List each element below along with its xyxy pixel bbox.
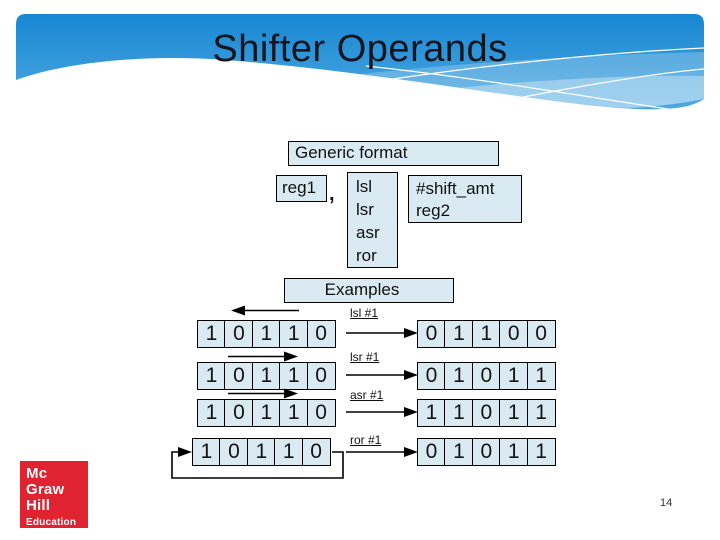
reg1-box: reg1 [276, 175, 327, 202]
asr-output-register: 1 1 0 1 1 [417, 399, 556, 427]
shift-op-asr: asr [356, 223, 380, 242]
bit: 0 [471, 438, 501, 466]
bit: 0 [471, 399, 501, 427]
logo-line: Education [26, 517, 77, 528]
shift-right-arrow [228, 351, 298, 362]
bit: 1 [417, 399, 446, 427]
shift-op-lsl: lsl [356, 177, 373, 196]
bit: 1 [444, 438, 474, 466]
bit: 1 [197, 362, 226, 390]
ror-input-register: 1 0 1 1 0 [192, 438, 331, 466]
bit: 0 [306, 399, 336, 427]
bit: 1 [471, 320, 501, 348]
bit: 0 [301, 438, 331, 466]
page-title: Shifter Operands [212, 28, 508, 70]
bit: 0 [417, 362, 446, 390]
header-banner-graphic [16, 14, 704, 110]
bit: 1 [526, 438, 556, 466]
bit: 1 [251, 362, 281, 390]
ror-result-arrow [346, 447, 418, 457]
bit: 1 [499, 399, 529, 427]
bit: 0 [219, 438, 249, 466]
lsl-input-register: 1 0 1 1 0 [197, 320, 336, 348]
bit: 1 [192, 438, 221, 466]
shift-op-ror: ror [356, 246, 377, 265]
bit: 0 [306, 362, 336, 390]
bit: 0 [526, 320, 556, 348]
logo-line: Graw [26, 481, 65, 498]
mcgraw-hill-logo: Mc Graw Hill Education [20, 461, 88, 528]
comma-separator: , [329, 183, 335, 205]
bit: 1 [444, 399, 474, 427]
bit: 1 [251, 320, 281, 348]
generic-format-heading: Generic format [288, 141, 499, 166]
shift-amount-box: #shift_amt reg2 [408, 175, 522, 223]
lsl-op-label: lsl #1 [350, 306, 379, 320]
bit: 1 [444, 362, 474, 390]
bit: 1 [197, 399, 226, 427]
lsr-result-arrow [346, 370, 418, 380]
lsl-output-register: 0 1 1 0 0 [417, 320, 556, 348]
shift-left-arrow [231, 305, 299, 316]
lsr-op-label: lsr #1 [350, 350, 380, 364]
asr-op-label: asr #1 [350, 388, 384, 402]
examples-heading: Examples [284, 278, 454, 303]
shift-right-arrow [228, 388, 298, 399]
reg2-label: reg2 [416, 201, 451, 220]
bit: 0 [499, 320, 529, 348]
bit: 1 [499, 362, 529, 390]
bit: 1 [444, 320, 474, 348]
bit: 1 [251, 399, 281, 427]
bit: 0 [224, 320, 254, 348]
logo-line: Hill [26, 497, 51, 514]
bit: 1 [274, 438, 304, 466]
shift-op-lsr: lsr [356, 200, 374, 219]
bit: 1 [197, 320, 226, 348]
ror-output-register: 0 1 0 1 1 [417, 438, 556, 466]
bit: 1 [246, 438, 276, 466]
logo-line: Mc [26, 465, 48, 482]
shift-amt-label: #shift_amt [416, 179, 495, 198]
bit: 1 [279, 362, 309, 390]
bit: 0 [417, 438, 446, 466]
rotate-loop-arrow [171, 447, 344, 479]
asr-result-arrow [346, 407, 418, 417]
asr-input-register: 1 0 1 1 0 [197, 399, 336, 427]
bit: 0 [224, 362, 254, 390]
bit: 1 [279, 399, 309, 427]
bit: 1 [526, 399, 556, 427]
bit: 1 [526, 362, 556, 390]
bit: 0 [471, 362, 501, 390]
bit: 0 [417, 320, 446, 348]
lsr-output-register: 0 1 0 1 1 [417, 362, 556, 390]
lsl-result-arrow [346, 328, 418, 338]
bit: 0 [306, 320, 336, 348]
page-number: 14 [660, 497, 673, 509]
shift-ops-box: lsl lsr asr ror [347, 172, 398, 268]
bit: 1 [499, 438, 529, 466]
lsr-input-register: 1 0 1 1 0 [197, 362, 336, 390]
ror-op-label: ror #1 [350, 433, 382, 447]
bit: 0 [224, 399, 254, 427]
bit: 1 [279, 320, 309, 348]
